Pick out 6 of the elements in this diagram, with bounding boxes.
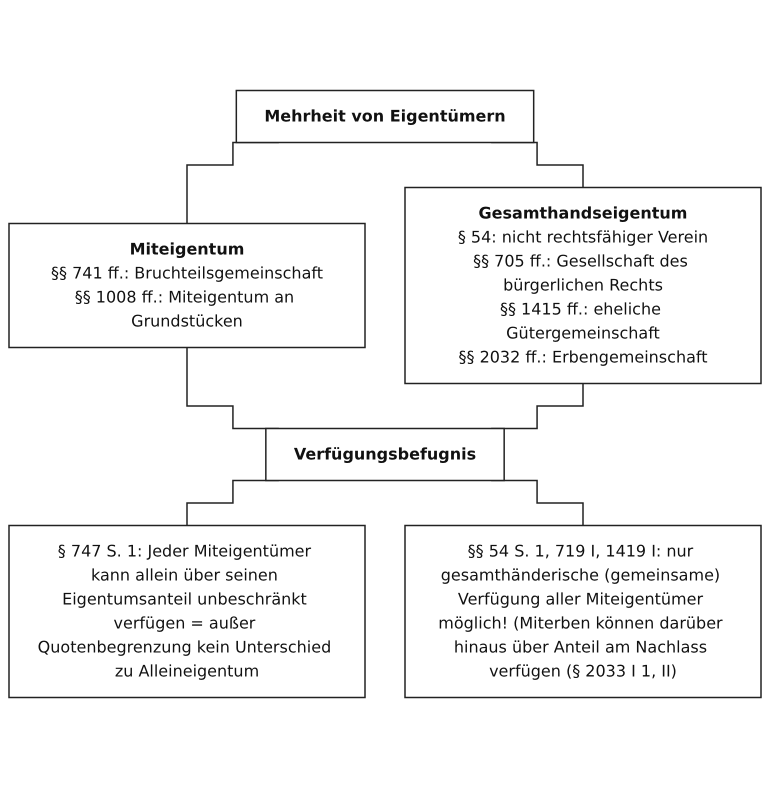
node-box: §§ 54 S. 1, 719 I, 1419 I: nur gesamthänderische (gemeinsame) Verfügung aller Miteigentümer möglich! (Miterben können darüber hinaus über Anteil am Nachlass verfügen (§ 2033 I 1, II) bbox=[404, 524, 762, 698]
node-box: Mehrheit von Eigentümern bbox=[236, 90, 534, 144]
node-box: Verfügungsbefugnis bbox=[265, 428, 505, 482]
node-box: Gesamthandseigentum § 54: nicht rechtsfähiger Verein §§ 705 ff.: Gesellschaft des bürgerlichen Rechts §§ 1415 ff.: eheliche Gütergemeinschaft §§ 2032 ff.: Erbengemeinschaft bbox=[404, 186, 762, 384]
node-box: § 747 S. 1: Jeder Miteigentümer kann allein über seinen Eigentumsanteil unbeschränkt verfügen = außer Quotenbegrenzung kein Unterschied zu Alleineigentum bbox=[8, 524, 366, 698]
node-box: Miteigentum §§ 741 ff.: Bruchteilsgemeinschaft §§ 1008 ff.: Miteigentum an Grundstücken bbox=[8, 222, 366, 348]
